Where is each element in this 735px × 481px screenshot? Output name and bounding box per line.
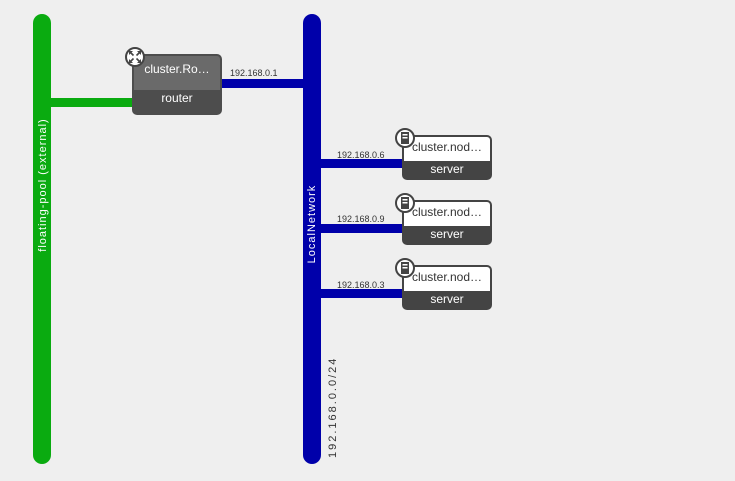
server-ip: 192.168.0.3 — [337, 280, 385, 290]
server-node[interactable]: cluster.nod… server — [402, 265, 492, 310]
router-icon — [125, 47, 145, 67]
server-type: server — [430, 227, 464, 241]
router-type: router — [161, 91, 193, 105]
server-name: cluster.nod… — [404, 267, 490, 291]
router-external-link — [48, 98, 136, 107]
server-icon — [395, 258, 415, 278]
server-icon — [395, 128, 415, 148]
router-local-link — [219, 79, 307, 88]
external-network-label: floating-pool (external) — [37, 118, 49, 252]
server-ip: 192.168.0.9 — [337, 214, 385, 224]
server-icon — [395, 193, 415, 213]
server-type: server — [430, 162, 464, 176]
server-name: cluster.nod… — [404, 202, 490, 226]
server-node[interactable]: cluster.nod… server — [402, 135, 492, 180]
server-link — [318, 289, 404, 298]
external-network-bar[interactable] — [33, 14, 51, 464]
local-network-label: LocalNetwork — [306, 184, 318, 264]
router-node[interactable]: cluster.Ro… router — [132, 54, 222, 115]
server-type: server — [430, 292, 464, 306]
local-network-bar[interactable] — [303, 14, 321, 464]
router-ip: 192.168.0.1 — [230, 68, 278, 78]
server-link — [318, 224, 404, 233]
local-network-cidr: 192.168.0.0/24 — [327, 356, 339, 458]
server-ip: 192.168.0.6 — [337, 150, 385, 160]
server-node[interactable]: cluster.nod… server — [402, 200, 492, 245]
router-name: cluster.Ro… — [134, 56, 220, 90]
server-link — [318, 159, 404, 168]
server-name: cluster.nod… — [404, 137, 490, 161]
